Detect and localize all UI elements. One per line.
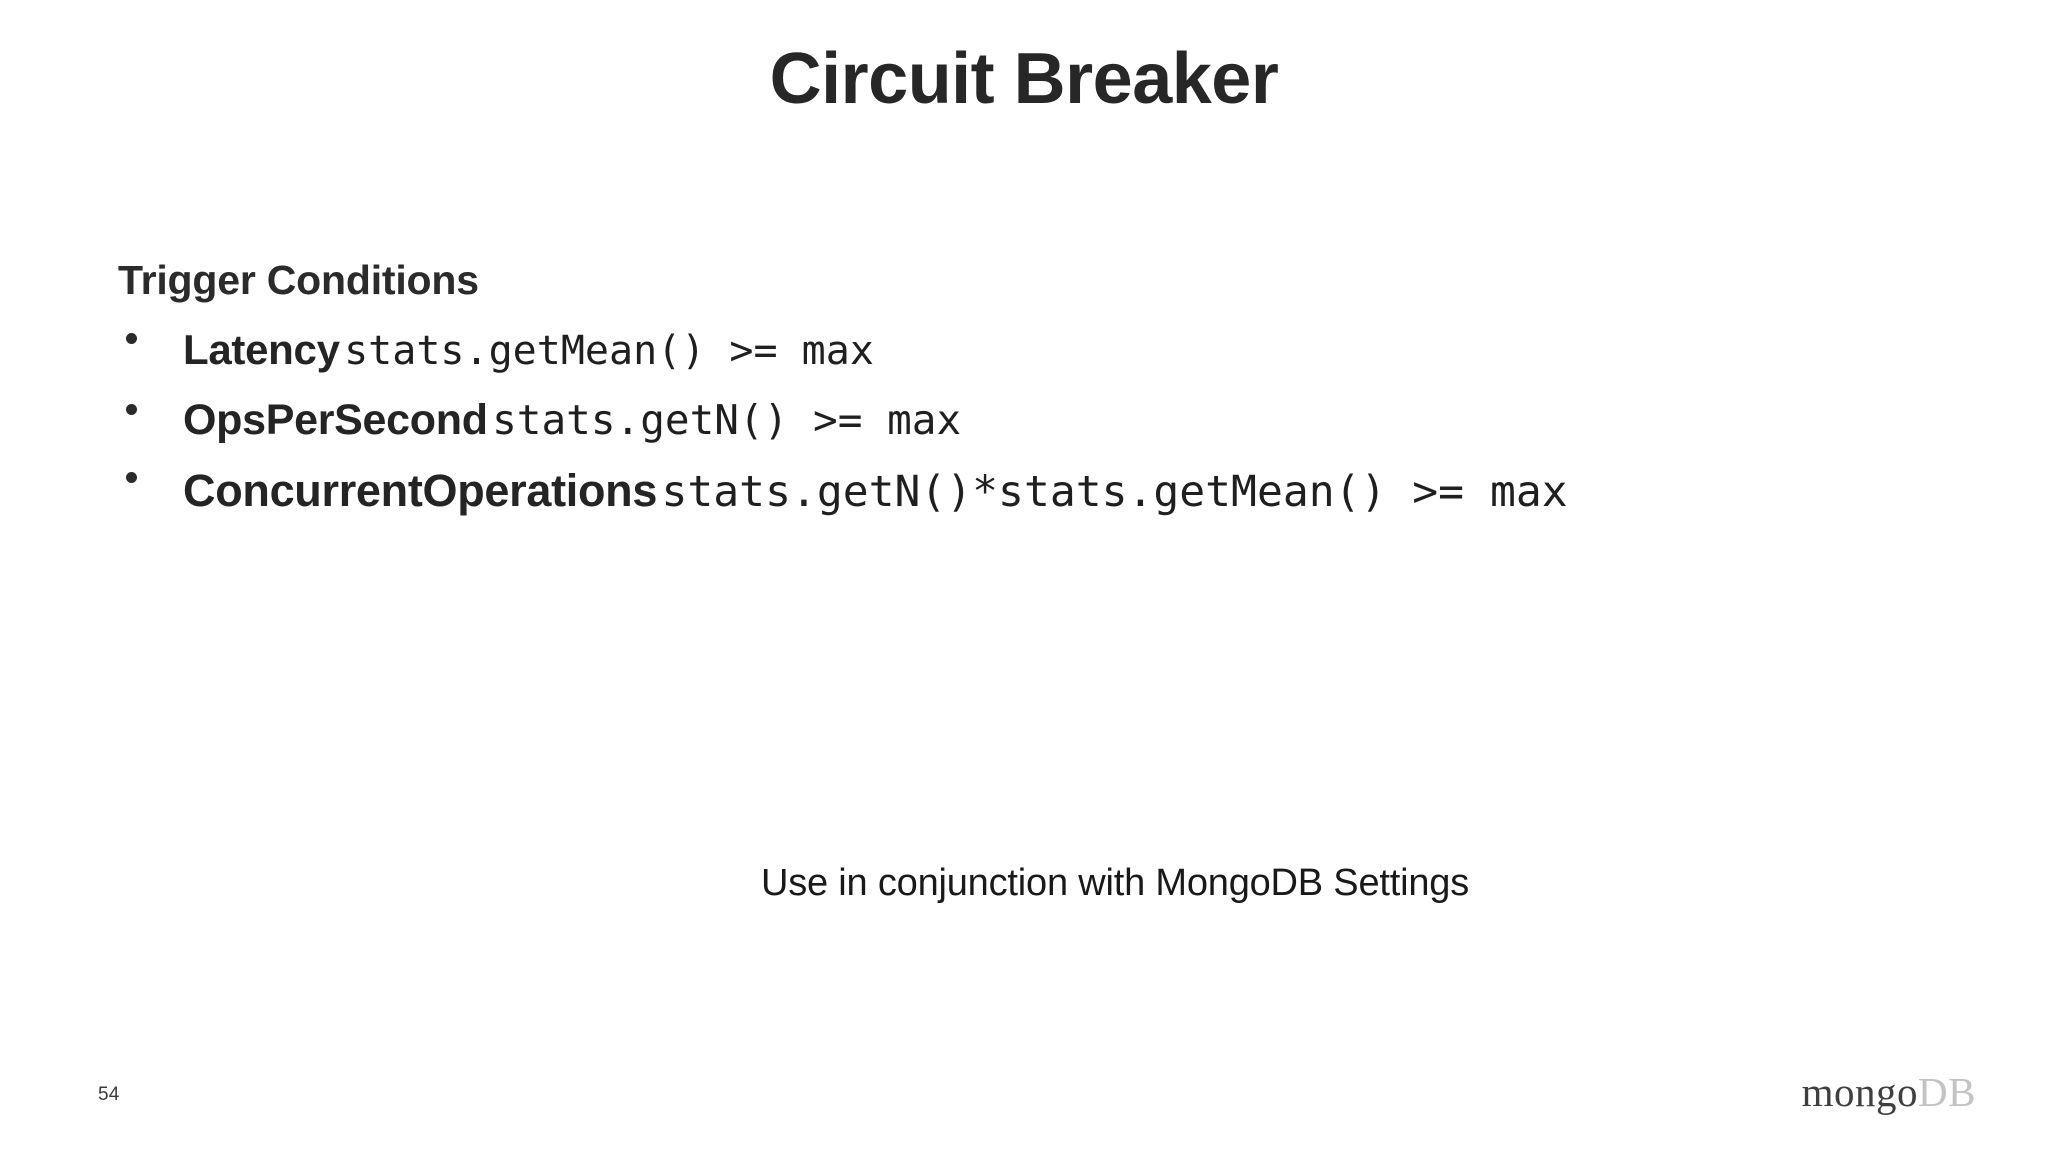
bullet-dot-icon bbox=[126, 332, 137, 344]
condition-expression: stats.getN()*stats.getMean() >= max bbox=[661, 467, 1568, 518]
slide-caption: Use in conjunction with MongoDB Settings bbox=[760, 862, 1470, 904]
condition-expression: stats.getMean() >= max bbox=[344, 328, 874, 375]
condition-expression: stats.getN() >= max bbox=[492, 396, 962, 445]
list-item: ConcurrentOperations stats.getN()*stats.… bbox=[118, 464, 1978, 518]
trigger-conditions-list: Latency stats.getMean() >= max OpsPerSec… bbox=[118, 325, 1978, 518]
page-title: Circuit Breaker bbox=[769, 39, 1279, 119]
list-item: Latency stats.getMean() >= max bbox=[118, 325, 1978, 375]
page-number: 54 bbox=[98, 1084, 120, 1105]
mongodb-logo-primary: mongo bbox=[1801, 1069, 1919, 1115]
mongodb-logo: mongoDB bbox=[1802, 1072, 1976, 1113]
mongodb-logo-secondary: DB bbox=[1918, 1069, 1976, 1115]
condition-label: ConcurrentOperations bbox=[183, 465, 658, 517]
list-item: OpsPerSecond stats.getN() >= max bbox=[118, 395, 1978, 446]
condition-label: OpsPerSecond bbox=[183, 396, 488, 445]
section-heading-trigger-conditions: Trigger Conditions bbox=[118, 257, 479, 303]
bullet-dot-icon bbox=[126, 472, 137, 484]
bullet-dot-icon bbox=[126, 403, 137, 415]
condition-label: Latency bbox=[183, 326, 340, 374]
slide-body: Trigger Conditions Latency stats.getMean… bbox=[118, 257, 1978, 538]
